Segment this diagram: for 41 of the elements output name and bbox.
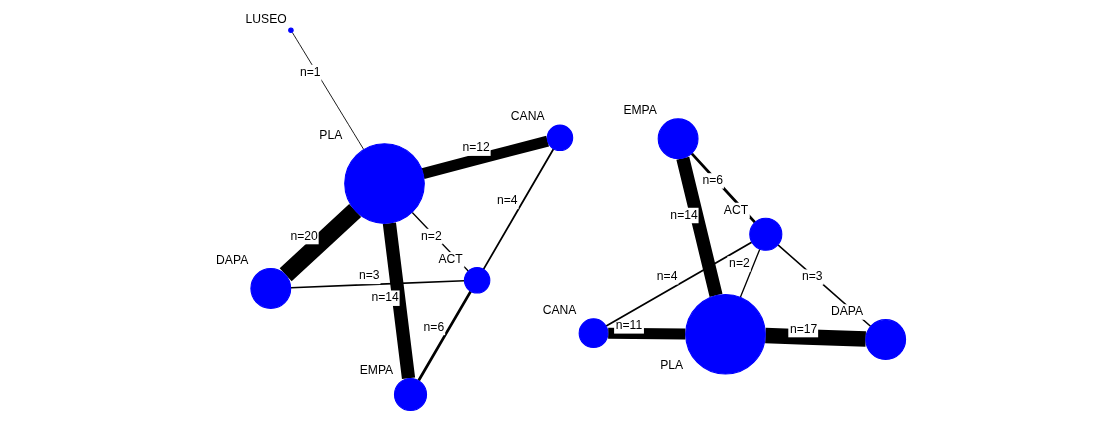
edge-label: n=3: [801, 269, 823, 284]
node-circle: [249, 268, 291, 309]
connector: [279, 204, 361, 282]
connector: [417, 290, 472, 382]
connector: [382, 222, 415, 380]
edge-label: n=3: [358, 268, 380, 283]
edge-label: n=20: [289, 228, 318, 243]
node-circle: [657, 118, 699, 160]
node-circle: [546, 124, 573, 152]
connector: [291, 31, 364, 150]
node-circle: [343, 143, 425, 224]
edge-label: n=11: [615, 317, 642, 332]
edge-label: n=12: [461, 140, 490, 155]
node-circle: [393, 377, 427, 412]
edge-label: n=14: [370, 290, 399, 305]
connector: [421, 135, 549, 179]
edge-label: n=2: [420, 228, 442, 243]
edge-label: n=6: [423, 319, 444, 334]
edge-label: n=4: [656, 268, 677, 283]
node-circle: [578, 318, 608, 349]
node-circle: [684, 293, 766, 375]
connector: [739, 248, 760, 298]
edge-label: n=6: [701, 173, 723, 188]
node-label: PLA: [318, 128, 342, 143]
node-label: CANA: [510, 109, 545, 124]
edge-label: n=17: [789, 321, 817, 336]
node-label: EMPA: [622, 103, 657, 118]
connector: [764, 327, 866, 347]
node-label: EMPA: [359, 362, 393, 377]
connector: [607, 327, 685, 340]
edge-label: n=1: [299, 64, 321, 79]
connector: [482, 148, 554, 271]
node-label: PLA: [659, 358, 683, 373]
edge-label: n=14: [669, 207, 698, 222]
edge-label: n=4: [496, 193, 518, 208]
node-circle: [287, 27, 294, 33]
connector: [289, 280, 465, 289]
node-label: CANA: [542, 303, 576, 318]
edge-label: n=2: [728, 256, 750, 271]
node-label: DAPA: [215, 252, 248, 267]
node-label: LUSEO: [245, 12, 287, 27]
